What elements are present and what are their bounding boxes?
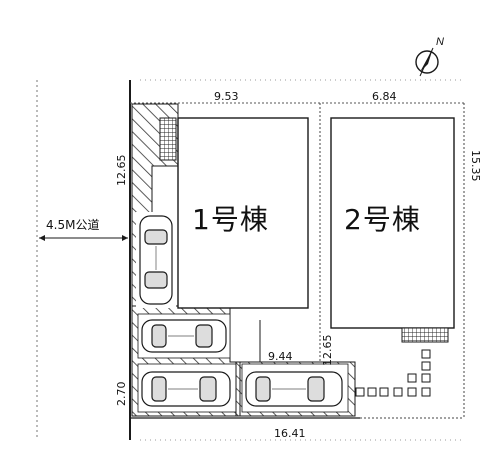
dim-right-depth: 15.35 bbox=[469, 150, 482, 182]
car-parked-3 bbox=[245, 371, 343, 407]
car-vertical bbox=[139, 215, 173, 305]
building-2-label: 2号棟 bbox=[344, 203, 421, 236]
dim-parking-width: 9.44 bbox=[268, 350, 293, 363]
meter-box-grid bbox=[159, 117, 177, 161]
dim-bottom-width: 16.41 bbox=[274, 427, 306, 440]
building-2-outline bbox=[330, 117, 455, 329]
building-1-label: 1号棟 bbox=[192, 203, 269, 236]
compass-label: N bbox=[436, 36, 444, 48]
dim-left-depth: 12.65 bbox=[115, 154, 128, 187]
north-arrow-icon bbox=[415, 47, 439, 77]
dim-top-right: 6.84 bbox=[372, 90, 397, 103]
meter-box-grid-2 bbox=[401, 327, 449, 343]
dim-bottom-left-depth: 2.70 bbox=[115, 381, 128, 407]
stepping-stones bbox=[355, 349, 431, 397]
road-label: 4.5M公道 bbox=[46, 218, 100, 232]
car-parked-2 bbox=[141, 371, 231, 407]
building-1-outline bbox=[177, 117, 309, 309]
car-parked-1 bbox=[141, 319, 227, 353]
dim-center-depth: 12.65 bbox=[321, 334, 334, 367]
dim-top-left: 9.53 bbox=[214, 90, 239, 103]
